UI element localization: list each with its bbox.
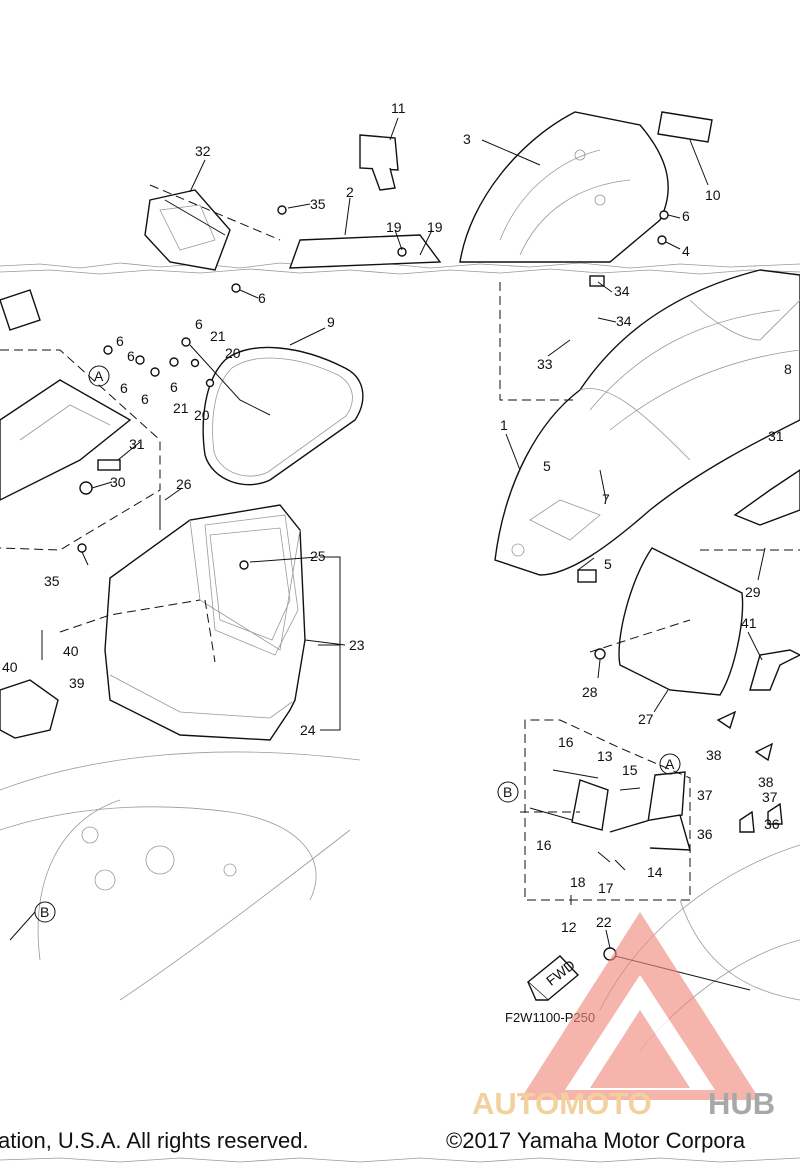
ref-a-right: A: [665, 756, 675, 772]
callout-21-a: 21: [210, 328, 226, 344]
left-side-panel: [0, 289, 132, 501]
callout-36-a: 36: [697, 826, 713, 842]
callout-37-b: 37: [762, 789, 778, 805]
part-41-bracket: [749, 649, 800, 691]
part-3-hood: [459, 111, 669, 263]
torn-strip: [0, 262, 800, 275]
part-27-board: [618, 547, 744, 696]
callout-19-a: 19: [386, 219, 402, 235]
callout-29: 29: [745, 584, 761, 600]
callout-6-upper-right: 6: [682, 208, 690, 224]
callout-5-a: 5: [543, 458, 551, 474]
callout-35-lower: 35: [44, 573, 60, 589]
callout-38-a: 38: [706, 747, 722, 763]
part-23-24-glove-box: [104, 504, 306, 741]
ref-a-upper-left: A: [94, 368, 104, 384]
callout-2: 2: [346, 184, 354, 200]
automotohub-watermark: AUTOMOTO HUB: [472, 912, 775, 1121]
part-9-seal: [202, 346, 364, 486]
watermark-brand-part1: AUTOMOTO: [472, 1086, 652, 1121]
callout-3: 3: [463, 131, 471, 147]
callout-6-f: 6: [141, 391, 149, 407]
bottom-torn-edge: [0, 1157, 800, 1163]
callout-31-right: 31: [768, 428, 784, 444]
callout-41: 41: [741, 615, 757, 631]
callout-37-a: 37: [697, 787, 713, 803]
callout-6-g: 6: [170, 379, 178, 395]
callout-11: 11: [391, 100, 406, 116]
part-2-panel: [288, 234, 442, 269]
callout-27: 27: [638, 711, 654, 727]
ref-b-left: B: [40, 904, 49, 920]
callout-36-b: 36: [764, 816, 780, 832]
callout-20-a: 20: [225, 345, 241, 361]
callout-38-b: 38: [758, 774, 774, 790]
callout-10: 10: [705, 187, 721, 203]
reference-markers: A A B B: [9, 365, 681, 941]
fwd-arrow: FWD: [526, 955, 580, 1001]
callout-15: 15: [622, 762, 638, 778]
callout-26: 26: [176, 476, 192, 492]
callout-28: 28: [582, 684, 598, 700]
watermark-brand-part2: HUB: [708, 1086, 775, 1121]
callout-31-left: 31: [129, 436, 145, 452]
callout-34-a: 34: [614, 283, 630, 299]
callout-6-b: 6: [195, 316, 203, 332]
callout-20-b: 20: [194, 407, 210, 423]
callout-13: 13: [597, 748, 613, 764]
callout-1: 1: [500, 417, 508, 433]
part-31-right-cover: [733, 469, 800, 526]
callout-33: 33: [537, 356, 553, 372]
callout-17: 17: [598, 880, 614, 896]
callout-18: 18: [570, 874, 586, 890]
callout-25: 25: [310, 548, 326, 564]
callout-39: 39: [69, 675, 85, 691]
callout-22: 22: [596, 914, 612, 930]
callout-6-d: 6: [127, 348, 135, 364]
part-39-pad: [0, 679, 59, 739]
callout-8: 8: [784, 361, 792, 377]
part-13-14-boarding-step: [571, 771, 691, 851]
callout-12: 12: [561, 919, 577, 935]
callout-4: 4: [682, 243, 690, 259]
callout-6-e: 6: [120, 380, 128, 396]
callout-24: 24: [300, 722, 316, 738]
callout-23: 23: [349, 637, 365, 653]
callout-35-upper: 35: [310, 196, 326, 212]
copyright-right: ©2017 Yamaha Motor Corpora: [446, 1128, 746, 1153]
part-11-clip: [359, 134, 399, 191]
part-10-strip: [657, 111, 713, 143]
ref-b-right: B: [503, 784, 512, 800]
callout-5-b: 5: [604, 556, 612, 572]
callout-16-b: 16: [536, 837, 552, 853]
callout-6-a: 6: [258, 290, 266, 306]
callout-32: 32: [195, 143, 211, 159]
copyright-left: ation, U.S.A. All rights reserved.: [0, 1128, 309, 1153]
callout-40-b: 40: [2, 659, 18, 675]
part-callouts: 11 32 3 10 2 35 19 19 6 4 6 9 34 34 6 21…: [2, 100, 792, 935]
callout-30: 30: [110, 474, 126, 490]
callout-9: 9: [327, 314, 335, 330]
callout-6-c: 6: [116, 333, 124, 349]
callout-16-a: 16: [558, 734, 574, 750]
hull-outline-left: [0, 751, 361, 1001]
assembly-boundaries: [0, 184, 800, 901]
callout-40-a: 40: [63, 643, 79, 659]
leader-lines: [81, 117, 766, 991]
callout-34-b: 34: [616, 313, 632, 329]
callout-7: 7: [602, 491, 610, 507]
callout-14: 14: [647, 864, 663, 880]
callout-21-b: 21: [173, 400, 189, 416]
part-1-7-8-front-cowl: [494, 269, 800, 576]
callout-19-b: 19: [427, 219, 443, 235]
